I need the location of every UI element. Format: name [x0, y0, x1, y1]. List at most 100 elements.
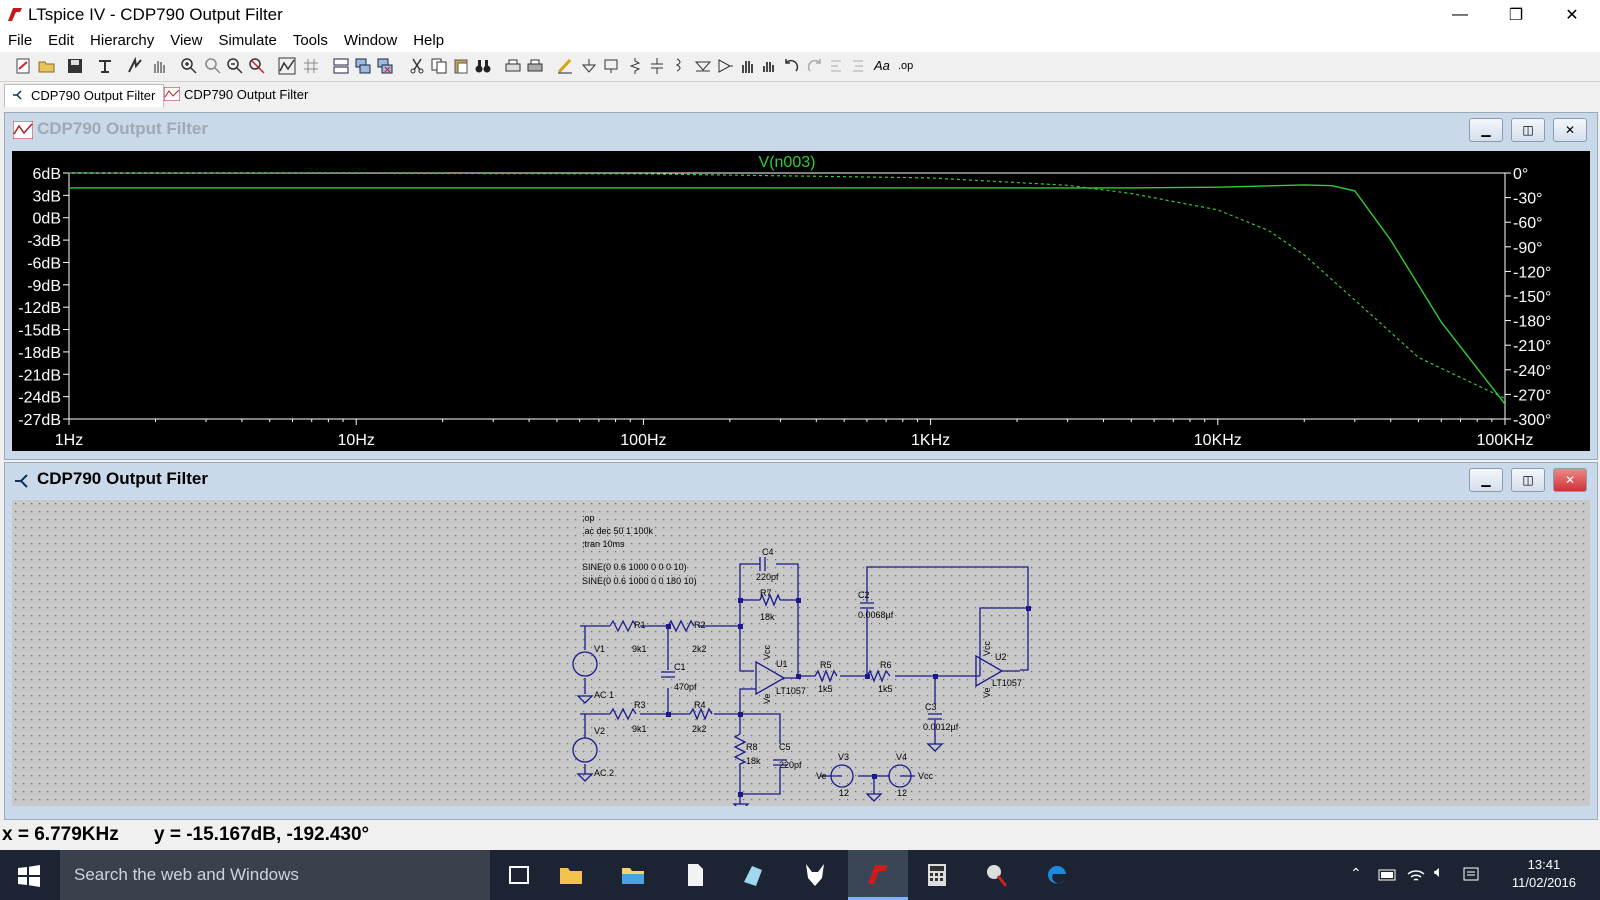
bode-plot[interactable]: 6dB3dB0dB-3dB-6dB-9dB-12dB-15dB-18dB-21d…	[12, 151, 1590, 451]
spice-directive-icon[interactable]: .op	[898, 60, 914, 72]
resistor-icon[interactable]	[626, 57, 644, 75]
folder-icon[interactable]	[620, 862, 646, 888]
app-blue-icon[interactable]	[740, 862, 766, 888]
zoom-out-icon[interactable]	[226, 57, 244, 75]
draw-wire-icon[interactable]	[556, 57, 574, 75]
cut-icon[interactable]	[408, 57, 426, 75]
c2-label[interactable]: C2	[858, 590, 870, 600]
tab-waveform[interactable]: CDP790 Output Filter	[158, 84, 316, 106]
wifi-icon[interactable]	[1406, 866, 1426, 884]
tile-horizontal-icon[interactable]	[332, 57, 350, 75]
v3-label[interactable]: V3	[838, 752, 849, 762]
ground-icon[interactable]	[580, 57, 598, 75]
action-center-icon[interactable]	[1462, 866, 1480, 884]
r4-value[interactable]: 2k2	[692, 724, 707, 734]
v2-label[interactable]: V2	[594, 726, 605, 736]
minimize-button[interactable]: —	[1452, 6, 1468, 23]
c4-label[interactable]: C4	[762, 547, 774, 557]
r4-label[interactable]: R4	[694, 700, 706, 710]
v1-label[interactable]: V1	[594, 644, 605, 654]
r6-label[interactable]: R6	[880, 660, 892, 670]
close-button[interactable]: ✕	[1565, 7, 1579, 24]
taskbar-clock[interactable]: 13:41 11/02/2016	[1512, 856, 1576, 892]
close-all-icon[interactable]	[376, 57, 394, 75]
taskbar-search[interactable]: Search the web and Windows	[60, 850, 490, 900]
component-icon[interactable]	[716, 57, 734, 75]
directive-ac[interactable]: .ac dec 50 1 100k	[582, 526, 654, 536]
schematic-minimize-button[interactable]: ▁	[1469, 468, 1503, 492]
v2-source-text[interactable]: SINE(0 0.6 1000 0 0 180 10)	[582, 576, 697, 586]
drag-hand-icon[interactable]	[760, 57, 778, 75]
c5-value[interactable]: 220pf	[779, 760, 802, 770]
grid-icon[interactable]	[302, 57, 320, 75]
v1-source-text[interactable]: SINE(0 0.6 1000 0 0 0 10)	[582, 562, 687, 572]
calculator-icon[interactable]	[924, 862, 950, 888]
diode-icon[interactable]	[694, 57, 712, 75]
schematic-canvas[interactable]: ;op .ac dec 50 1 100k ;tran 10ms SINE(0 …	[12, 500, 1590, 806]
directive-tran[interactable]: ;tran 10ms	[582, 539, 625, 549]
capacitor-icon[interactable]	[648, 57, 666, 75]
r1-value[interactable]: 9k1	[632, 644, 647, 654]
snipping-tool-icon[interactable]	[984, 862, 1010, 888]
mirror-icon[interactable]	[850, 57, 868, 75]
move-hand-icon[interactable]	[738, 57, 756, 75]
paste-icon[interactable]	[452, 57, 470, 75]
r5-label[interactable]: R5	[820, 660, 832, 670]
c3-label[interactable]: C3	[925, 702, 937, 712]
r1-label[interactable]: R1	[634, 620, 646, 630]
vcc-net-label[interactable]: Vcc	[918, 771, 934, 781]
battery-icon[interactable]	[1378, 868, 1398, 882]
text-tool-icon[interactable]: Aa	[874, 58, 890, 73]
wolf-app-icon[interactable]	[802, 862, 828, 888]
save-icon[interactable]	[66, 57, 84, 75]
menu-help[interactable]: Help	[413, 32, 445, 49]
control-panel-icon[interactable]	[96, 57, 114, 75]
menu-window[interactable]: Window	[343, 32, 398, 49]
r7-label[interactable]: R7	[760, 588, 772, 598]
r7-value[interactable]: 18k	[760, 612, 775, 622]
r8-label[interactable]: R8	[746, 742, 758, 752]
menu-tools[interactable]: Tools	[292, 32, 328, 49]
c3-value[interactable]: 0.0012µf	[923, 722, 959, 732]
print-setup-icon[interactable]	[504, 57, 522, 75]
u2-label[interactable]: U2	[995, 652, 1007, 662]
rotate-icon[interactable]	[828, 57, 846, 75]
v4-label[interactable]: V4	[896, 752, 907, 762]
r6-value[interactable]: 1k5	[878, 684, 893, 694]
directive-op[interactable]: ;op	[582, 513, 595, 523]
menu-simulate[interactable]: Simulate	[218, 32, 277, 49]
c1-value[interactable]: 470pf	[674, 682, 697, 692]
volume-icon[interactable]: 🔈︎	[1434, 864, 1444, 881]
r5-value[interactable]: 1k5	[818, 684, 833, 694]
menu-file[interactable]: File	[8, 32, 33, 49]
r3-label[interactable]: R3	[634, 700, 646, 710]
u2-part[interactable]: LT1057	[992, 678, 1022, 688]
menu-view[interactable]: View	[170, 32, 203, 49]
find-binoculars-icon[interactable]	[474, 57, 492, 75]
schematic-close-button[interactable]: ✕	[1553, 468, 1587, 492]
task-view-icon[interactable]	[506, 862, 532, 888]
c5-label[interactable]: C5	[779, 742, 791, 752]
copy-icon[interactable]	[430, 57, 448, 75]
u1-label[interactable]: U1	[776, 659, 788, 669]
v3-value[interactable]: 12	[839, 788, 849, 798]
r8-value[interactable]: 18k	[746, 756, 761, 766]
c2-value[interactable]: 0.0068µf	[858, 610, 894, 620]
maximize-button[interactable]: ❐	[1508, 7, 1524, 24]
print-icon[interactable]	[526, 57, 544, 75]
open-folder-icon[interactable]	[38, 57, 56, 75]
run-simulation-icon[interactable]	[126, 57, 144, 75]
label-net-icon[interactable]	[602, 57, 620, 75]
document-icon[interactable]	[682, 862, 708, 888]
v4-value[interactable]: 12	[897, 788, 907, 798]
r3-value[interactable]: 9k1	[632, 724, 647, 734]
zoom-in-icon[interactable]	[180, 57, 198, 75]
u1-part[interactable]: LT1057	[776, 686, 806, 696]
cascade-icon[interactable]	[354, 57, 372, 75]
c1-label[interactable]: C1	[674, 662, 686, 672]
tab-schematic[interactable]: CDP790 Output Filter	[4, 84, 165, 107]
inductor-icon[interactable]	[670, 57, 688, 75]
show-hidden-icons-icon[interactable]: ⌃	[1350, 865, 1362, 881]
menu-edit[interactable]: Edit	[48, 32, 75, 49]
windows-start-icon[interactable]	[18, 865, 40, 887]
